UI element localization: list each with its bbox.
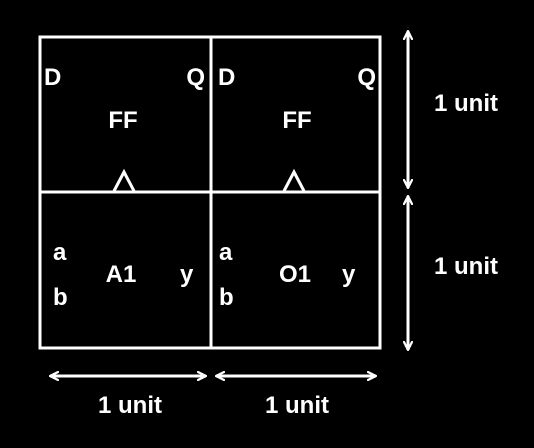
ff-left-q-pin: Q [186,64,205,91]
and-gate-cell: a b A1 y [38,190,213,350]
and-gate-output-y: y [180,261,194,288]
ff-cell-right: D Q FF [209,35,382,194]
ff-left-d-pin: D [44,64,61,91]
height-dimension-bottom-label: 1 unit [434,253,498,280]
or-gate-cell-box [209,190,382,350]
or-gate-cell: a b O1 y [209,190,382,350]
height-dimension-top-label: 1 unit [434,90,498,117]
and-gate-input-b: b [53,284,68,311]
width-dimension-right: 1 unit [216,376,376,419]
ff-right-label: FF [282,107,311,134]
width-dimension-left-label: 1 unit [98,392,162,419]
ff-right-clock-triangle-icon [282,168,306,192]
and-gate-input-a: a [53,239,67,266]
ff-right-q-pin: Q [357,64,376,91]
ff-cell-left: D Q FF [38,35,213,194]
ff-left-clock-triangle-icon [112,168,136,192]
or-gate-output-y: y [342,261,356,288]
and-gate-label: A1 [106,261,137,288]
width-dimension-right-label: 1 unit [265,392,329,419]
width-dimension-left: 1 unit [50,376,206,419]
ff-right-d-pin: D [218,64,235,91]
or-gate-label: O1 [279,261,311,288]
height-dimension-bottom: 1 unit [408,196,498,350]
ff-left-label: FF [108,107,137,134]
height-dimension-top: 1 unit [408,31,498,188]
or-gate-input-b: b [219,284,234,311]
or-gate-input-a: a [219,239,233,266]
